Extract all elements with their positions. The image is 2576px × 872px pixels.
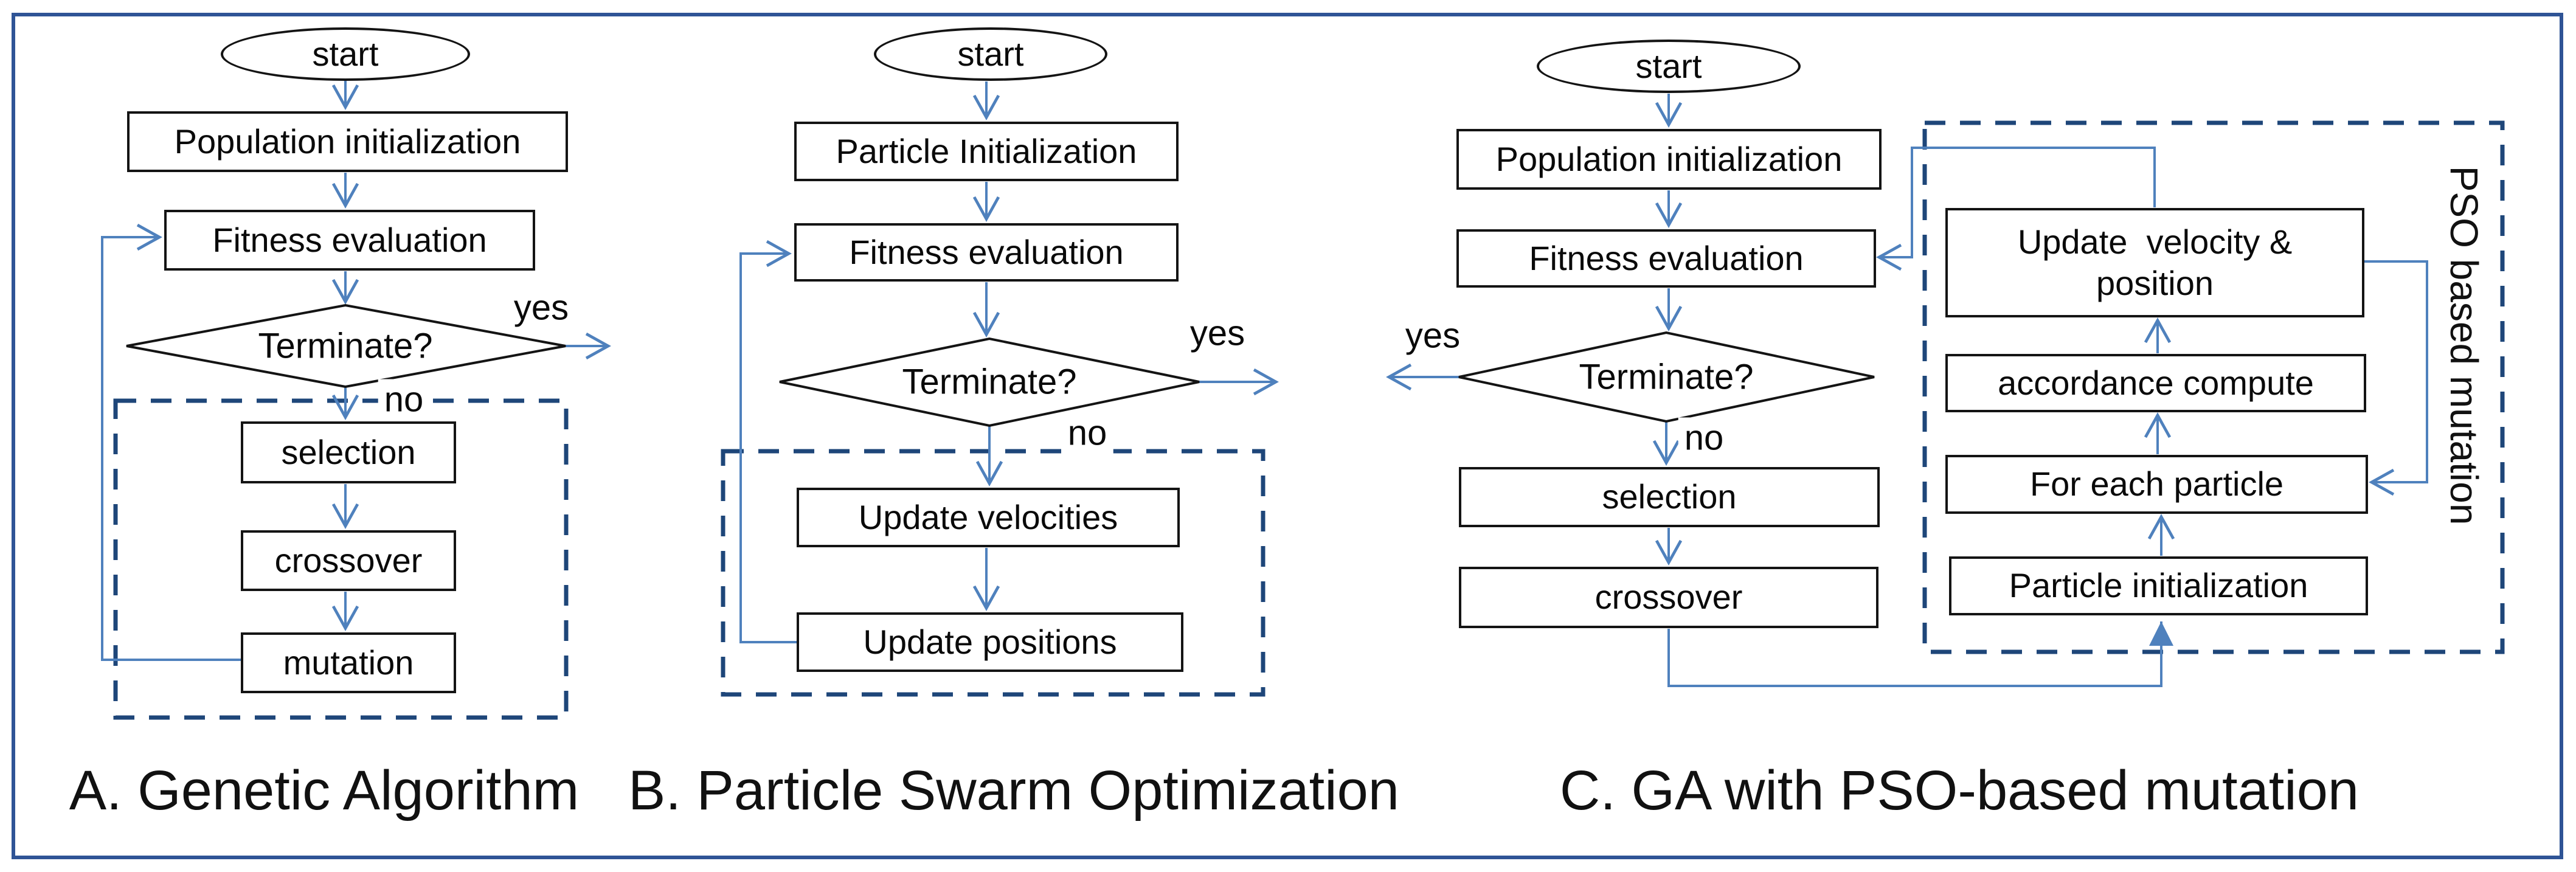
- a-start-terminal: start: [221, 27, 470, 81]
- c-for-each-particle-label: For each particle: [2029, 465, 2284, 503]
- b-update-positions-label: Update positions: [863, 622, 1117, 661]
- b-start-terminal: start: [874, 27, 1107, 81]
- c-population-initialization-label: Population initialization: [1495, 139, 1843, 178]
- c-particle-initialization-label: Particle initialization: [2009, 566, 2308, 605]
- a-terminate-label: Terminate?: [258, 326, 433, 366]
- a-fitness-evaluation-label: Fitness evaluation: [212, 220, 487, 259]
- c-update-to-foreach-loop-arrow: [2364, 260, 2428, 482]
- c-accordance-compute-label: accordance compute: [1998, 363, 2314, 402]
- c-start-terminal: start: [1537, 40, 1801, 93]
- a-mutation-feedback-arrow: [101, 237, 242, 661]
- c-crossover-box: crossover: [1459, 567, 1878, 628]
- b-update-velocities-box: Update velocities: [797, 488, 1180, 547]
- a-fitness-evaluation-box: Fitness evaluation: [164, 210, 535, 271]
- a-crossover-label: crossover: [274, 541, 423, 580]
- c-for-each-particle-box: For each particle: [1945, 455, 2368, 514]
- a-caption: A. Genetic Algorithm: [69, 760, 580, 822]
- a-mutation-label: mutation: [283, 643, 414, 682]
- c-yes-label: yes: [1405, 316, 1461, 356]
- b-terminate-diamond: [779, 337, 1200, 427]
- c-update-velocity-position-box: Update velocity & position: [1945, 208, 2364, 317]
- c-population-initialization-box: Population initialization: [1456, 129, 1882, 190]
- pso-mutation-dashed-box: [1922, 120, 2505, 654]
- b-fitness-evaluation-label: Fitness evaluation: [849, 232, 1124, 271]
- b-positions-feedback-arrow: [739, 254, 798, 643]
- b-start-label: start: [957, 34, 1024, 73]
- c-update-velocity-line1: Update velocity &: [2017, 222, 2293, 261]
- a-crossover-box: crossover: [241, 530, 456, 591]
- c-start-label: start: [1635, 46, 1702, 85]
- c-pso-group-label: PSO based mutation: [2442, 165, 2486, 525]
- b-yes-label: yes: [1189, 313, 1245, 353]
- a-no-label: no: [378, 379, 430, 420]
- figure-border: [12, 13, 2563, 859]
- c-selection-label: selection: [1602, 477, 1737, 516]
- c-terminate-label: Terminate?: [1579, 357, 1754, 397]
- b-particle-initialization-label: Particle Initialization: [836, 131, 1137, 170]
- c-update-velocity-line2: position: [2096, 264, 2214, 302]
- a-selection-label: selection: [281, 432, 416, 471]
- a-terminate-diamond: [126, 303, 566, 389]
- a-yes-label: yes: [513, 288, 569, 328]
- a-mutation-box: mutation: [241, 632, 456, 693]
- c-particle-initialization-box: Particle initialization: [1949, 556, 2368, 615]
- b-particle-initialization-box: Particle Initialization: [794, 122, 1179, 181]
- b-terminate-label: Terminate?: [902, 362, 1077, 402]
- b-fitness-evaluation-box: Fitness evaluation: [794, 223, 1179, 282]
- c-accordance-compute-box: accordance compute: [1945, 354, 2366, 412]
- c-fitness-evaluation-box: Fitness evaluation: [1456, 229, 1876, 288]
- a-population-initialization-label: Population initialization: [174, 122, 521, 161]
- b-update-velocities-label: Update velocities: [858, 497, 1118, 536]
- a-population-initialization-box: Population initialization: [127, 111, 568, 172]
- c-selection-box: selection: [1459, 467, 1880, 527]
- b-update-positions-box: Update positions: [797, 612, 1183, 672]
- c-crossover-to-pso-arrow: [1667, 621, 2173, 687]
- a-start-label: start: [312, 34, 379, 73]
- b-caption: B. Particle Swarm Optimization: [628, 760, 1399, 822]
- c-terminate-diamond: [1458, 331, 1875, 423]
- a-selection-box: selection: [241, 421, 456, 483]
- c-no-label: no: [1678, 417, 1730, 458]
- b-no-label: no: [1061, 412, 1113, 454]
- c-fitness-evaluation-label: Fitness evaluation: [1529, 238, 1804, 277]
- c-crossover-label: crossover: [1594, 578, 1743, 617]
- c-caption: C. GA with PSO-based mutation: [1559, 760, 2360, 822]
- c-pso-to-fitness-feedback-arrow: [1879, 147, 2156, 257]
